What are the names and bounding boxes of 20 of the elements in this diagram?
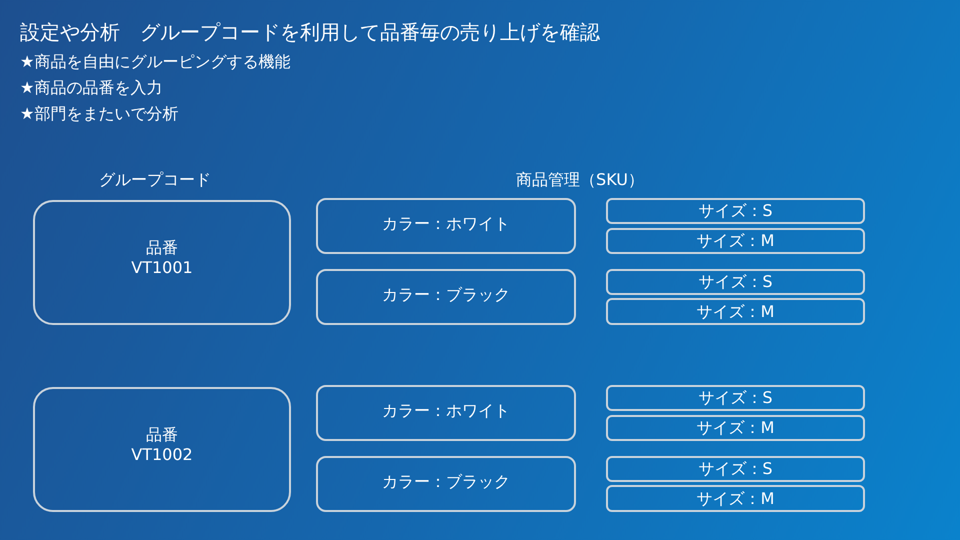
size-box: サイズ：S <box>606 198 865 224</box>
title: 設定や分析 グループコードを利用して品番毎の売り上げを確認 <box>20 20 600 44</box>
group-code-box: 品番 VT1002 <box>33 387 291 512</box>
size-box: サイズ：M <box>606 298 865 325</box>
size-box: サイズ：S <box>606 269 865 295</box>
bullet-text: ★商品の品番を入力 <box>20 78 162 98</box>
color-box: カラー：ホワイト <box>316 385 576 441</box>
column-heading: 商品管理（SKU） <box>515 170 645 190</box>
color-box: カラー：ホワイト <box>316 198 576 254</box>
size-box: サイズ：M <box>606 415 865 441</box>
color-box: カラー：ブラック <box>316 456 576 512</box>
color-box: カラー：ブラック <box>316 269 576 325</box>
size-box: サイズ：S <box>606 456 865 482</box>
column-heading: グループコード <box>98 170 212 190</box>
bullet-text: ★部門をまたいで分析 <box>20 104 178 124</box>
size-box: サイズ：S <box>606 385 865 411</box>
group-code-box: 品番 VT1001 <box>33 200 291 325</box>
size-box: サイズ：M <box>606 485 865 512</box>
bullet-text: ★商品を自由にグルーピングする機能 <box>20 52 290 72</box>
size-box: サイズ：M <box>606 228 865 254</box>
